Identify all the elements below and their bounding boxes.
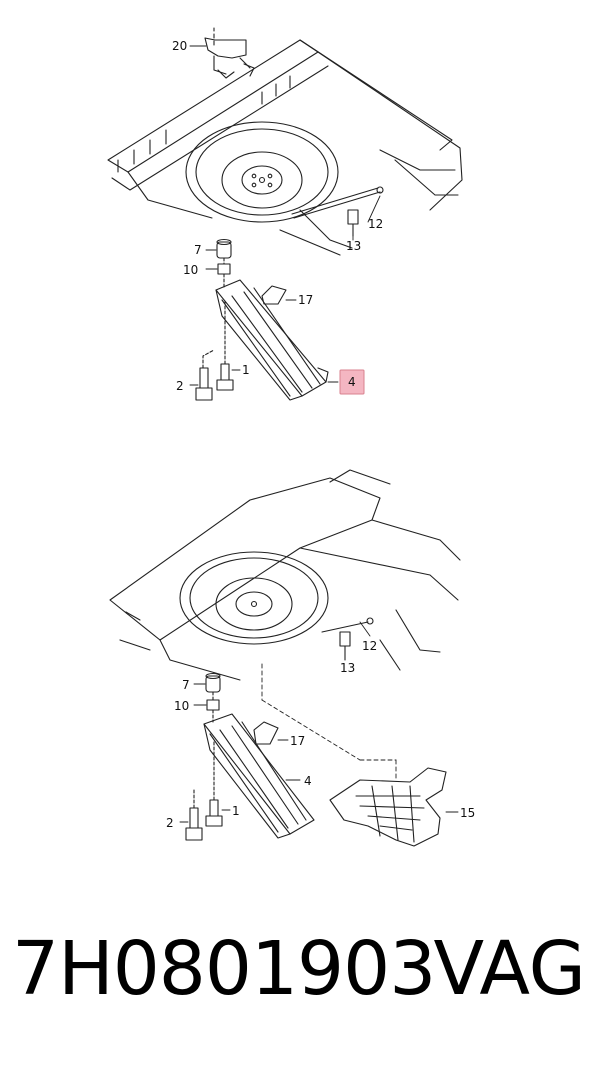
callouts: 20 7 10 17 2 1 4 12 13 7 10 17 4 2 1 13 … (166, 39, 475, 830)
exploded-parts-diagram: 20 7 10 17 2 1 4 12 13 7 10 17 4 2 1 13 … (107, 27, 475, 847)
bush-13 (347, 209, 359, 237)
bolt-2-lower (185, 789, 203, 841)
callout-1-lower: 1 (232, 804, 240, 818)
top-leaders (189, 45, 381, 386)
carrier-4-lower (203, 713, 315, 839)
bush-7 (216, 238, 232, 259)
nut-10 (217, 257, 231, 289)
callout-10: 10 (183, 263, 198, 277)
bolt-1 (216, 299, 234, 391)
callout-13-lower: 13 (340, 661, 355, 675)
rod-12 (291, 186, 384, 219)
bolt-2 (195, 349, 215, 401)
top-assembly (107, 27, 463, 401)
bottom-dash-lines (261, 663, 397, 781)
bush-7-lower (205, 672, 221, 693)
shield-15 (329, 767, 447, 847)
callout-7-lower: 7 (182, 678, 190, 692)
callout-10-lower: 10 (174, 699, 189, 713)
callout-7: 7 (194, 243, 202, 257)
nut-10-lower (206, 691, 220, 723)
callout-15: 15 (460, 806, 475, 820)
pad-17-lower (253, 721, 279, 745)
callout-12-lower: 12 (362, 639, 377, 653)
callout-13: 13 (346, 239, 361, 253)
brand-label: VAG (433, 926, 586, 1012)
spare-wheel-lower (179, 551, 329, 645)
bracket-20 (204, 27, 255, 79)
callout-17: 17 (298, 293, 313, 307)
callout-12: 12 (368, 217, 383, 231)
bottom-leaders (179, 621, 459, 823)
callout-17-lower: 17 (290, 734, 305, 748)
callout-1: 1 (242, 363, 250, 377)
floor-frame-lower (109, 469, 461, 681)
carrier-4 (215, 279, 329, 401)
callout-20: 20 (172, 39, 187, 53)
highlight-box (339, 369, 365, 395)
part-number: 7H0801903 (12, 926, 436, 1012)
bottom-assembly (109, 469, 461, 847)
floor-frame (107, 39, 463, 256)
spare-wheel (185, 121, 339, 223)
callout-2: 2 (176, 379, 184, 393)
callout-4-lower: 4 (304, 774, 312, 788)
pad-17 (261, 285, 287, 305)
bush-13-lower (339, 631, 351, 661)
callout-4: 4 (348, 375, 356, 389)
rod-12-lower (321, 617, 374, 633)
bolt-1-lower (205, 739, 223, 827)
callout-2-lower: 2 (166, 816, 174, 830)
